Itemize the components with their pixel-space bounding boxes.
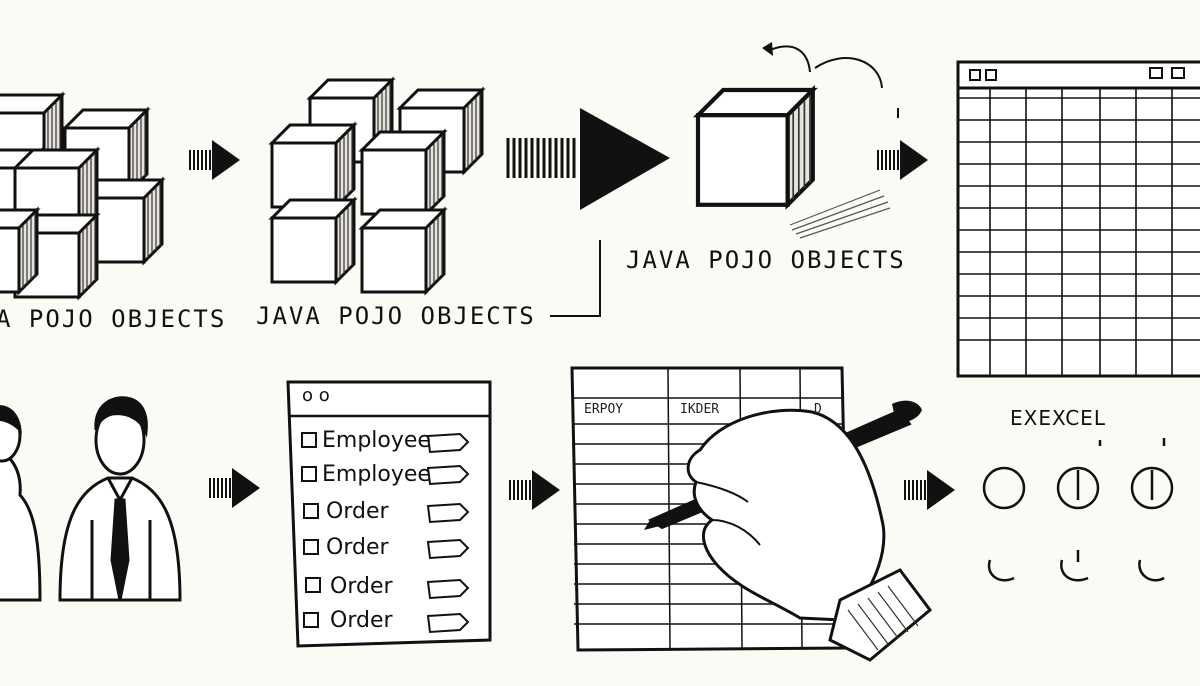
arrow-right-icon <box>904 469 956 511</box>
sheet-header-4: D <box>814 402 822 417</box>
excel-title: EXEXCEL <box>1010 406 1106 430</box>
checklist-window <box>286 380 492 648</box>
spreadsheet-window <box>956 60 1200 378</box>
label-pojo-1: A POJO OBJECTS <box>0 305 227 333</box>
checklist-item: Order <box>326 499 389 524</box>
label-pojo-2: JAVA POJO OBJECTS <box>256 302 536 330</box>
cube-cluster-2 <box>270 78 484 294</box>
checklist-item: Order <box>330 574 393 599</box>
connector-line <box>550 240 601 317</box>
sheet-header-1: ERPOY <box>584 402 624 417</box>
arrow-right-icon <box>209 467 261 509</box>
checklist-item: Order <box>330 608 393 633</box>
hand-with-pen <box>644 400 933 662</box>
checklist-item: Order <box>326 535 389 560</box>
arrow-right-icon <box>189 139 241 181</box>
cube-cluster-1 <box>0 93 164 299</box>
sheet-header-2: IKDER <box>680 402 720 417</box>
checklist-item: Employee <box>322 428 431 453</box>
checklist-item: Employee <box>322 462 431 487</box>
single-cube <box>698 42 899 239</box>
people-illustration <box>0 396 182 602</box>
label-pojo-3: JAVA POJO OBJECTS <box>626 246 906 274</box>
checklist-window-dots: o o <box>302 385 330 406</box>
excel-knobs <box>982 438 1174 582</box>
big-arrow-icon <box>506 108 670 210</box>
arrow-right-icon <box>509 469 561 511</box>
arrow-right-icon <box>877 139 929 181</box>
